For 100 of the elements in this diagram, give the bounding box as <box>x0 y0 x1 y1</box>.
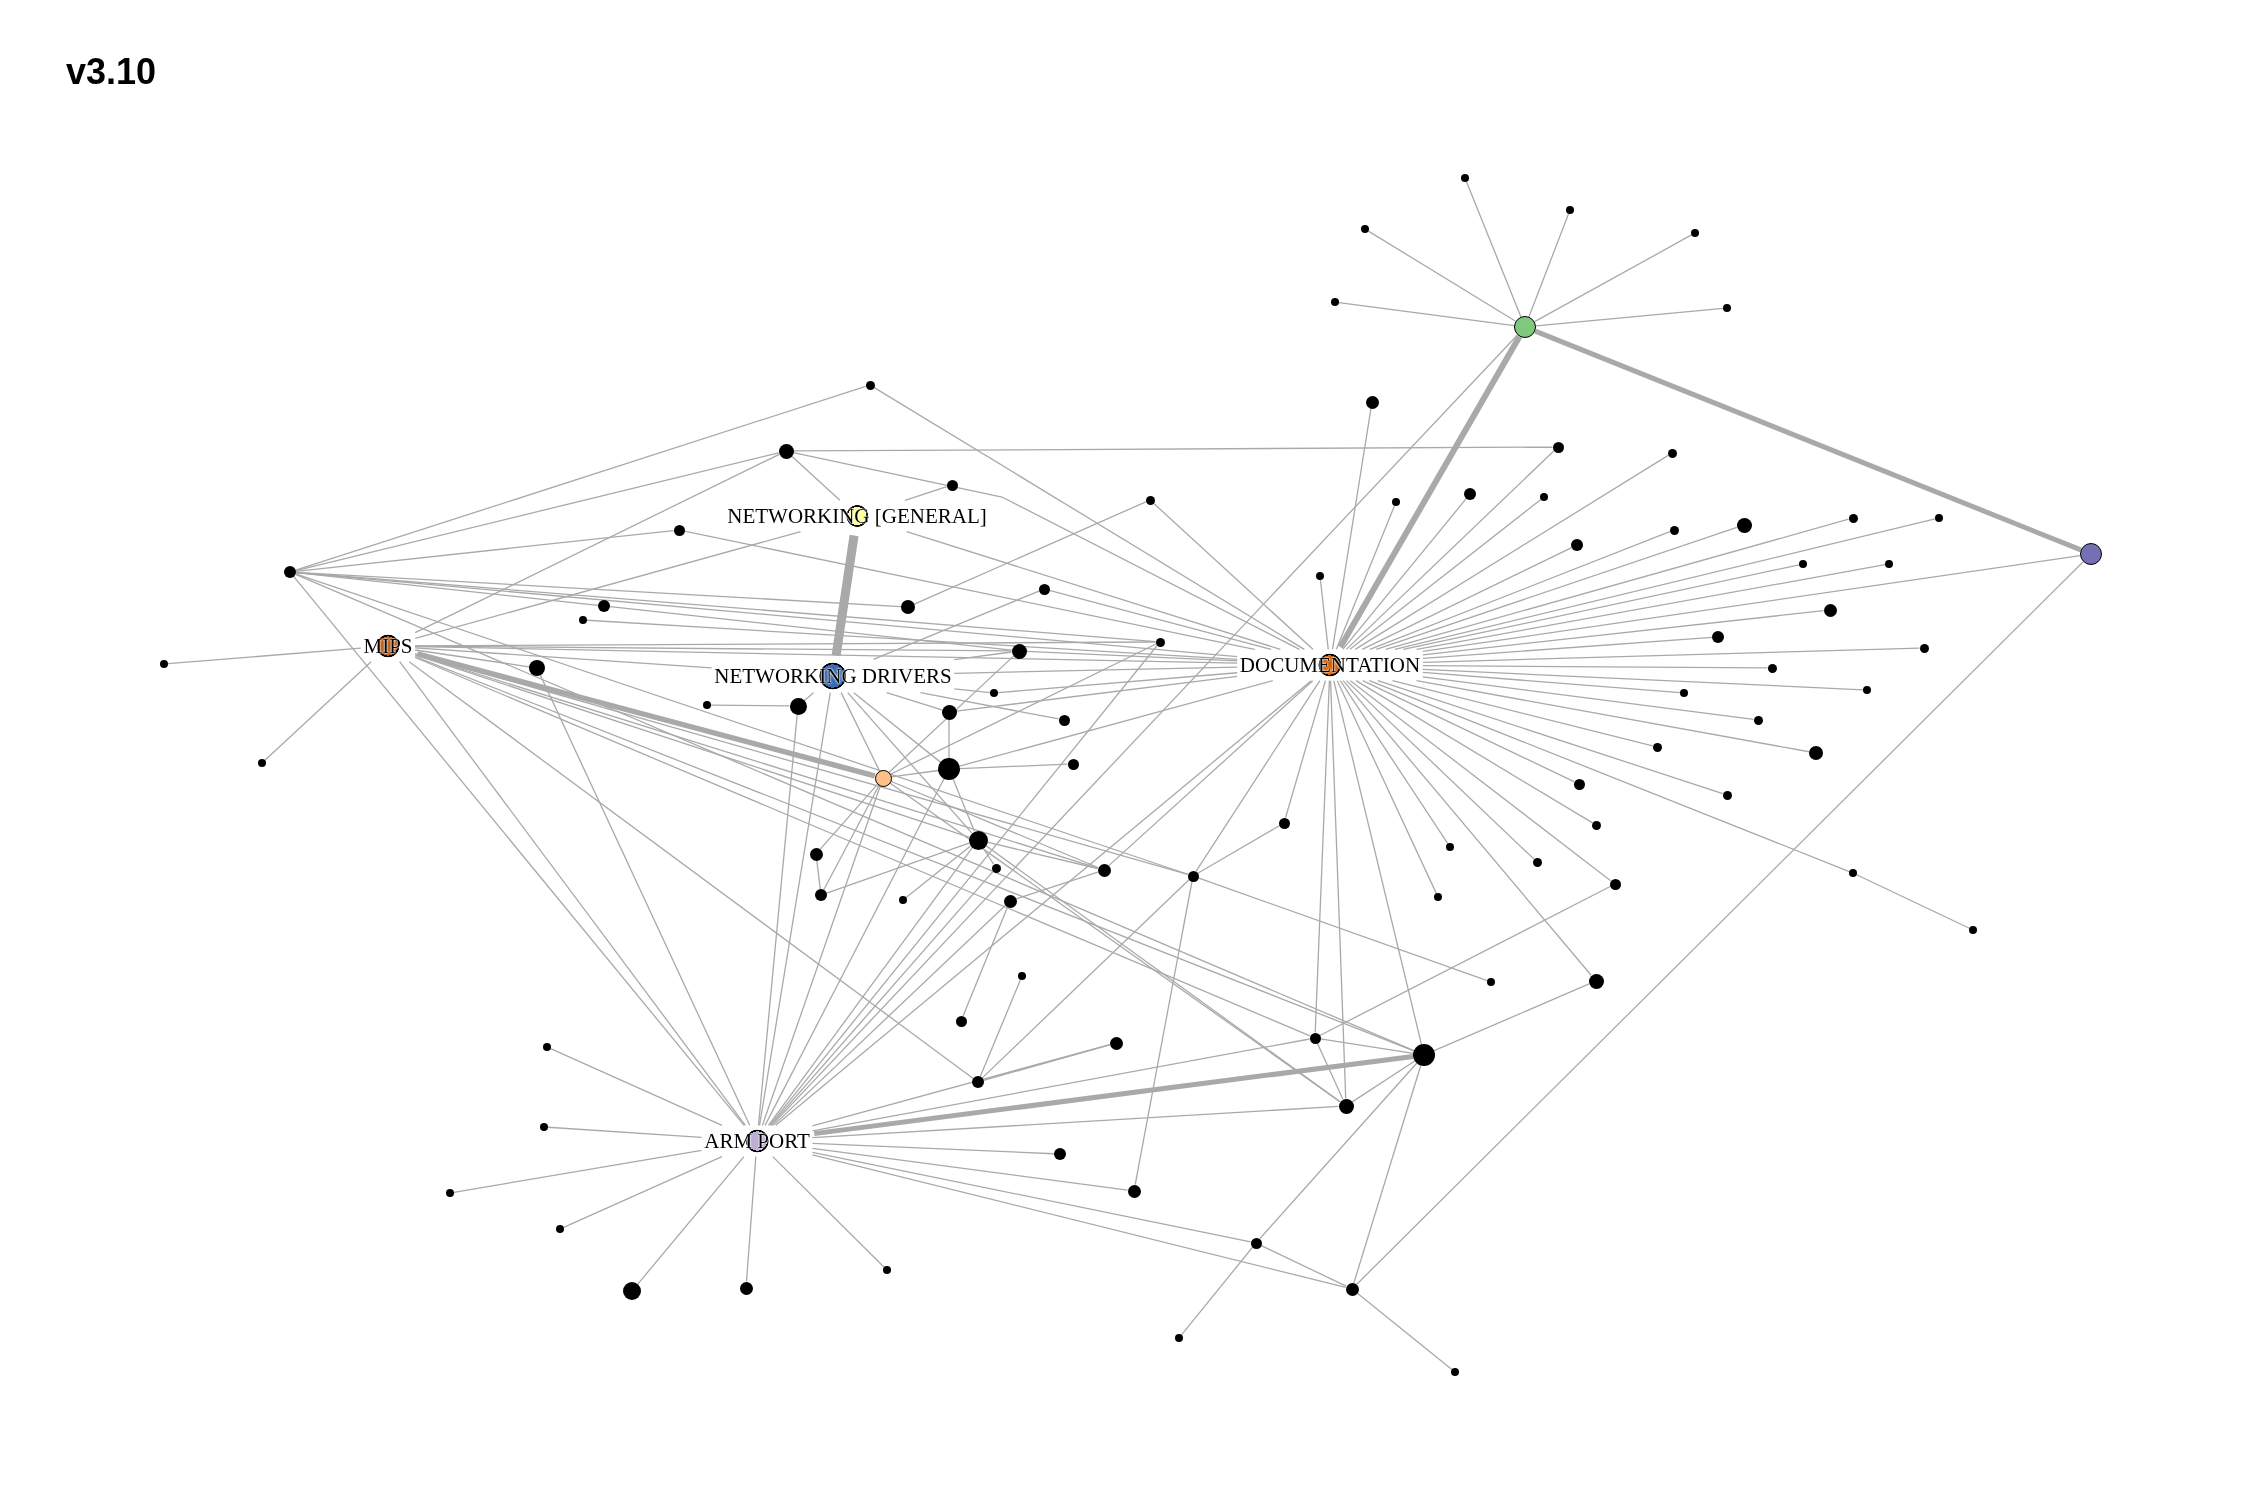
network-node <box>1413 1044 1435 1066</box>
network-edge <box>1361 546 1573 650</box>
network-node <box>1067 758 1079 770</box>
diagram-title: v3.10 <box>66 52 157 92</box>
network-node <box>968 830 988 850</box>
network-node <box>1723 304 1731 312</box>
network-edge <box>981 879 1190 1079</box>
network-edge <box>1362 680 1575 783</box>
network-node <box>1175 1334 1183 1342</box>
network-edge <box>414 645 1013 652</box>
network-node <box>1540 493 1548 501</box>
network-edge <box>414 453 780 634</box>
network-node <box>1722 790 1732 800</box>
network-edge <box>1402 564 1800 650</box>
network-edge <box>1337 335 1523 649</box>
network-edge <box>1415 564 1886 650</box>
network-node <box>1935 514 1943 522</box>
network-edge <box>1259 1062 1418 1240</box>
network-edge <box>453 1149 703 1193</box>
network-edge <box>959 763 1069 770</box>
network-edge <box>1316 1042 1344 1100</box>
network-edge <box>985 844 1341 1103</box>
network-edge <box>811 1151 1252 1243</box>
network-edge <box>1345 680 1535 860</box>
network-edge <box>811 1154 1347 1289</box>
network-node <box>1464 488 1476 500</box>
network-edge <box>1180 1246 1254 1336</box>
network-edge <box>1333 680 1423 1045</box>
network-edge <box>953 688 991 694</box>
network-edge <box>167 647 362 665</box>
network-edge <box>1535 307 1724 327</box>
network-edge <box>1314 680 1330 1034</box>
network-edge <box>873 386 1305 650</box>
network-edge <box>811 1105 1340 1139</box>
network-edge <box>1422 671 1681 694</box>
network-edge <box>637 1156 745 1285</box>
network-edge <box>831 534 859 657</box>
network-edge <box>1284 680 1327 819</box>
network-node <box>1434 893 1442 901</box>
network-edge <box>1375 526 1738 650</box>
network-edge <box>1336 680 1437 894</box>
network-edge <box>769 644 1158 1126</box>
network-edge <box>811 1147 1129 1191</box>
network-node <box>1316 572 1324 580</box>
network-edge <box>295 385 867 571</box>
network-node <box>543 1043 551 1051</box>
network-edge <box>953 666 1238 674</box>
network-node <box>955 1015 967 1027</box>
network-edge <box>1342 498 1467 650</box>
network-edge <box>1391 680 1654 747</box>
network-node <box>1885 560 1893 568</box>
network-node <box>1392 498 1400 506</box>
network-edge <box>1422 668 1864 691</box>
network-edge <box>816 859 821 890</box>
network-node <box>1451 1368 1459 1376</box>
network-node <box>1011 643 1027 659</box>
network-edge <box>906 531 1281 650</box>
network-edge <box>772 904 1006 1126</box>
network-node <box>1187 870 1199 882</box>
network-node <box>1155 637 1165 647</box>
network-node <box>598 600 610 612</box>
network-edge <box>1422 554 2081 653</box>
network-node <box>1127 1184 1141 1198</box>
network-edge <box>586 619 1238 661</box>
network-node <box>1669 525 1679 535</box>
network-node <box>673 524 685 536</box>
network-edge <box>1433 983 1590 1052</box>
network-edge <box>767 847 974 1126</box>
network-edge <box>1342 680 1592 976</box>
network-node <box>1809 746 1823 760</box>
network-edge <box>983 1044 1111 1081</box>
network-edge <box>890 780 1099 869</box>
network-node <box>1338 1098 1354 1114</box>
network-edge <box>295 452 780 572</box>
network-node <box>1667 448 1677 458</box>
network-edge <box>823 784 880 891</box>
network-node <box>990 689 998 697</box>
network-edge <box>757 713 798 1126</box>
network-edge <box>952 778 976 832</box>
network-node <box>1058 714 1070 726</box>
network-edge <box>770 870 994 1126</box>
network-edge <box>1349 680 1612 882</box>
network-node <box>1552 441 1564 453</box>
network-edge <box>1422 665 1769 669</box>
network-edge <box>1339 680 1449 845</box>
network-edge <box>547 1126 703 1138</box>
network-node <box>258 759 266 767</box>
network-edge <box>792 446 1554 452</box>
network-node <box>1753 715 1763 725</box>
network-edge <box>414 531 802 640</box>
network-node <box>160 660 168 668</box>
network-edge <box>1368 680 1850 873</box>
network-node <box>1609 878 1621 890</box>
network-edge <box>416 651 876 779</box>
network-edge <box>1319 885 1611 1037</box>
network-node <box>1588 973 1604 989</box>
network-node <box>1345 1282 1359 1296</box>
network-edge <box>295 529 675 572</box>
network-edge <box>853 692 942 763</box>
network-edge <box>758 692 831 1126</box>
